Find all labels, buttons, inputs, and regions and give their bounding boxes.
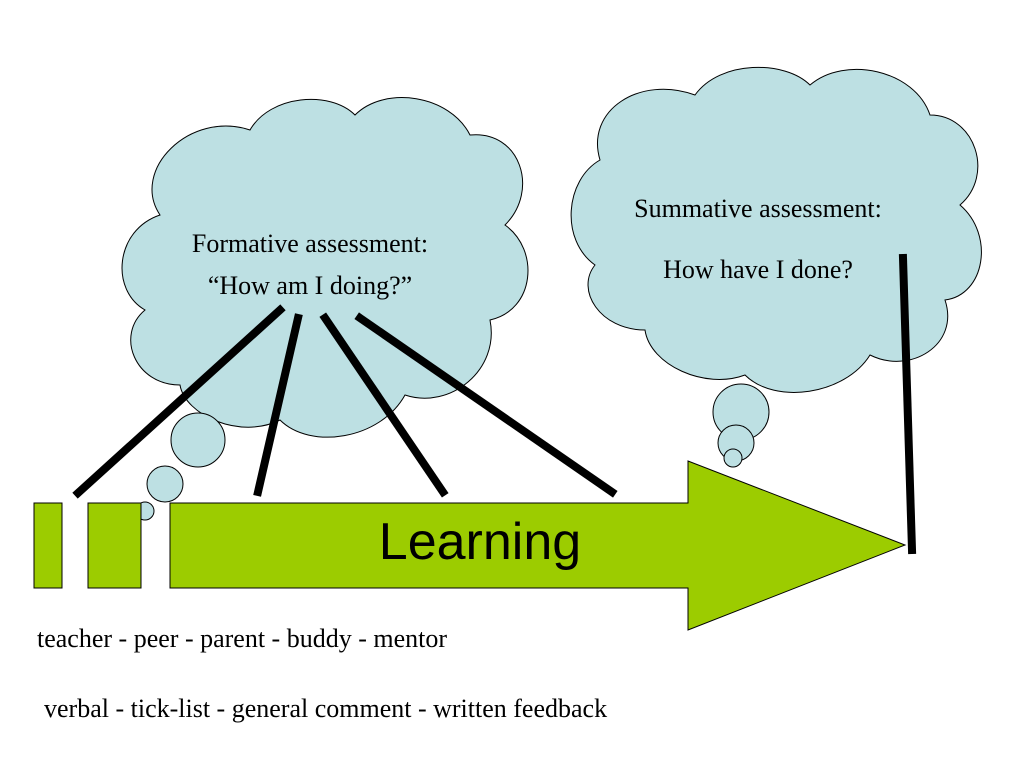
summative-title: Summative assessment: xyxy=(634,194,882,223)
learning-label: Learning xyxy=(378,513,582,571)
arrow-body xyxy=(169,460,907,631)
summative-bubble-small xyxy=(723,448,743,468)
arrow-segment-2 xyxy=(87,502,142,589)
feedback-sources-text: teacher - peer - parent - buddy - mentor xyxy=(37,624,448,653)
formative-cloud xyxy=(121,97,529,438)
summative-connector-line xyxy=(898,253,917,555)
connector-line-2 xyxy=(253,313,303,497)
connector-line-3 xyxy=(319,312,449,498)
formative-bubble-large xyxy=(170,412,226,468)
formative-title: Formative assessment: xyxy=(191,229,429,258)
summative-cloud xyxy=(570,66,982,393)
arrow-segment-1 xyxy=(33,502,63,589)
formative-question: “How am I doing?” xyxy=(207,271,413,300)
learning-arrow xyxy=(33,460,907,631)
connector-line-4 xyxy=(354,312,618,498)
summative-question: How have I done? xyxy=(663,255,853,284)
formative-bubble-medium xyxy=(146,465,184,503)
formative-connectors xyxy=(72,304,618,499)
feedback-types-text: verbal - tick-list - general comment - w… xyxy=(44,694,608,723)
connector-line-1 xyxy=(72,304,286,499)
